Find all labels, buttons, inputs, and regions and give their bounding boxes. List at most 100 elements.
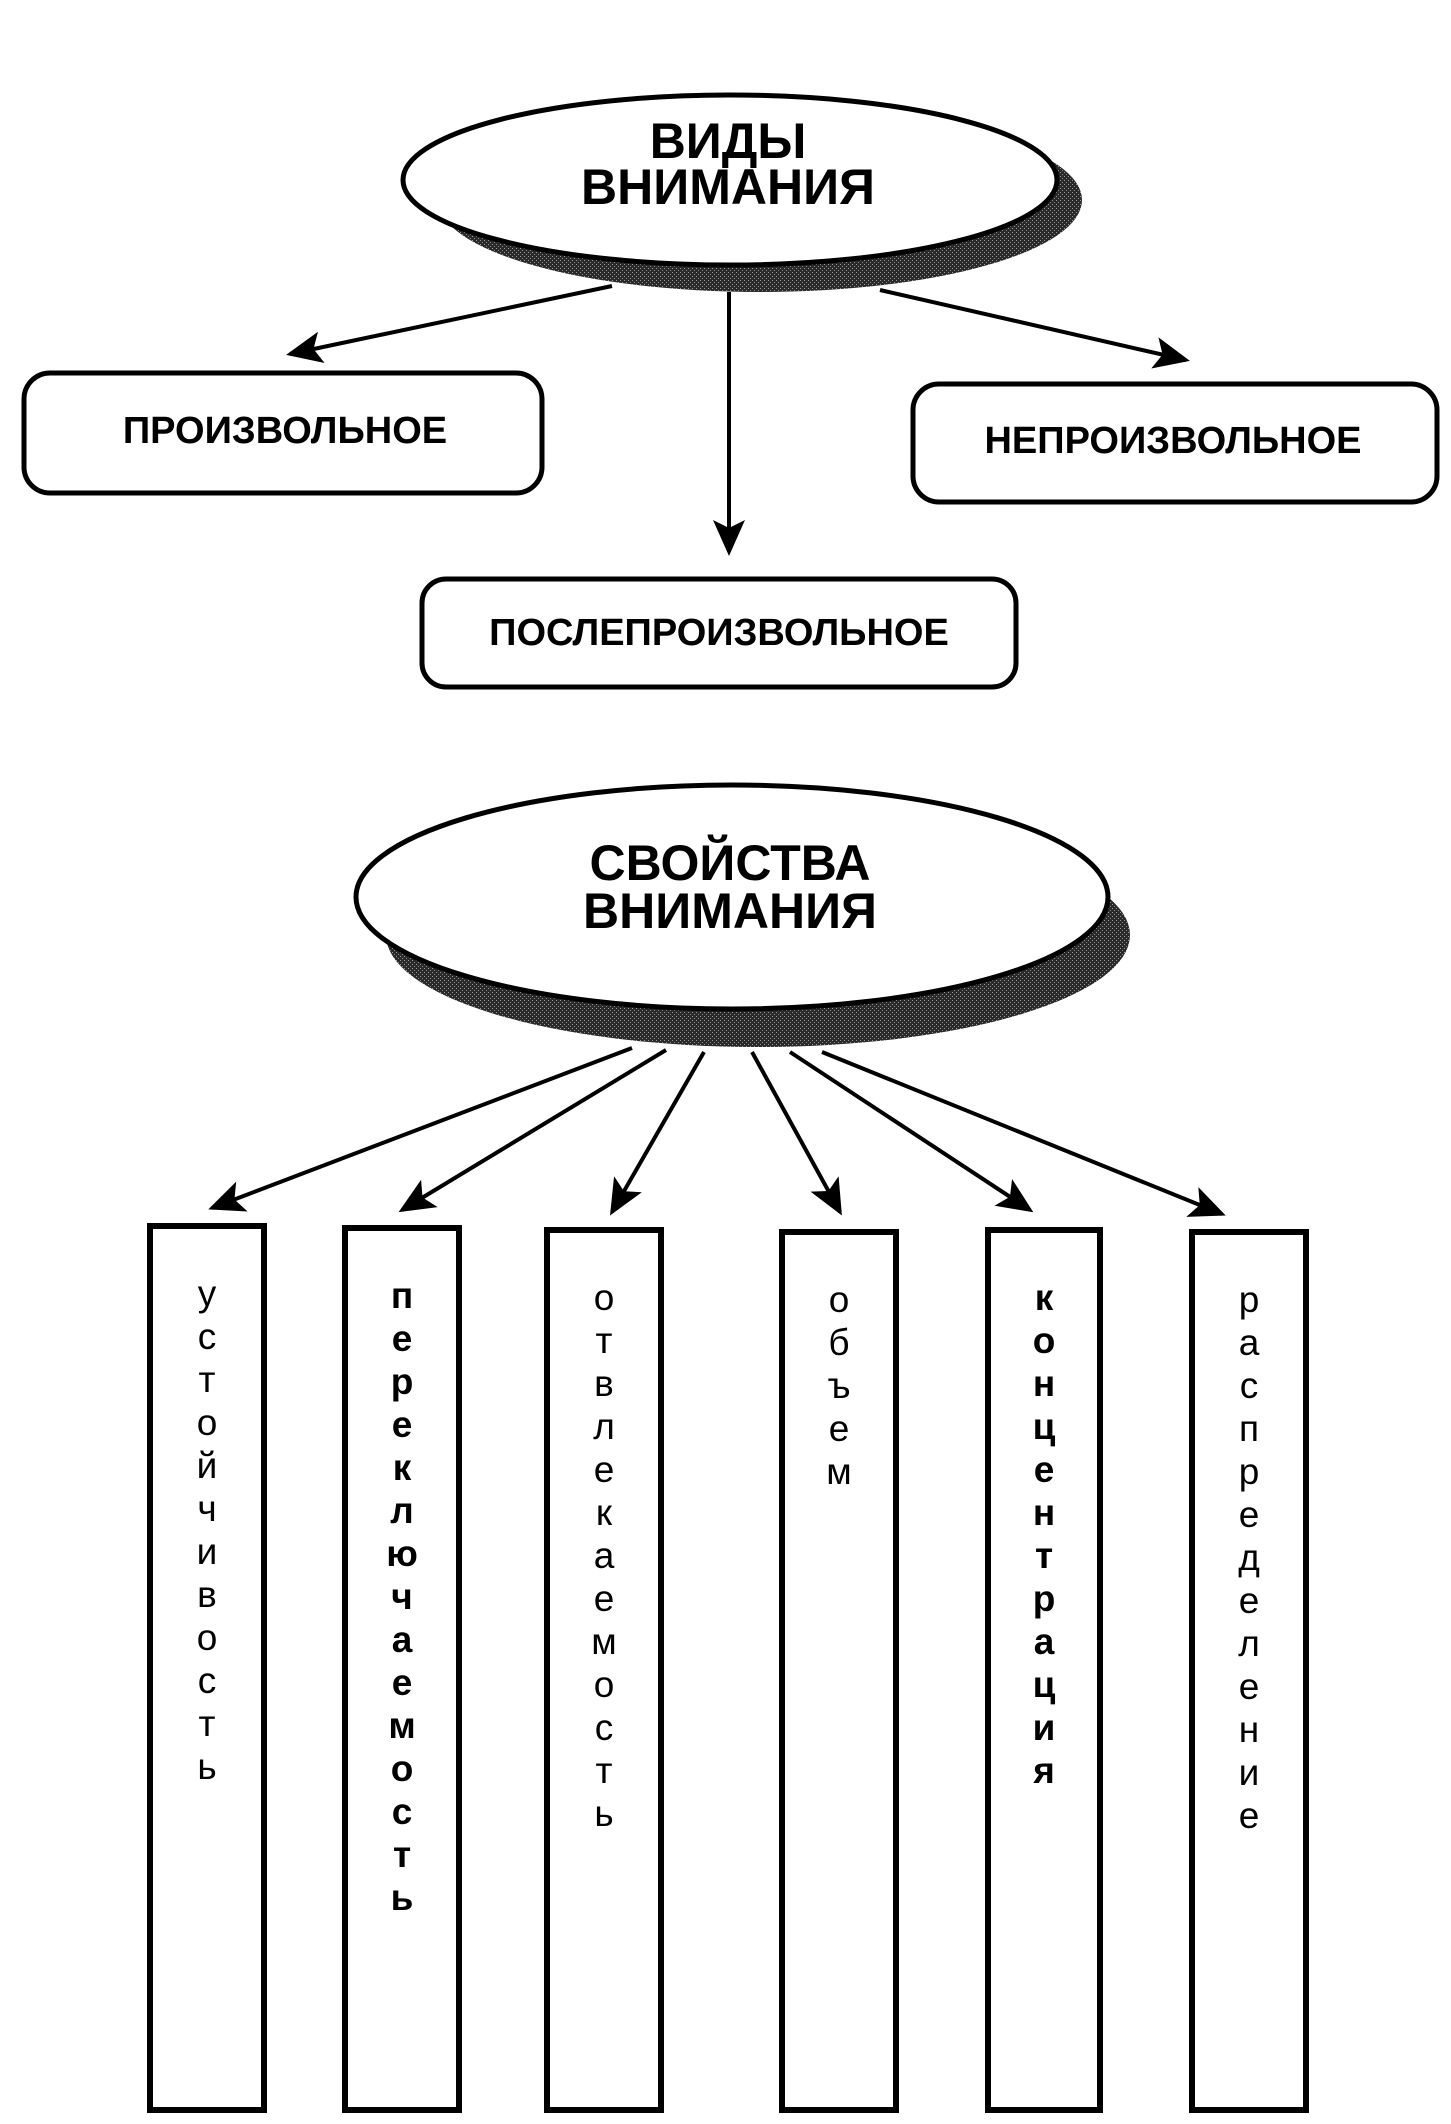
arrow-to-stability bbox=[208, 1046, 633, 1212]
box-volume-letter: м bbox=[826, 1451, 851, 1492]
box-switchability-letter: е bbox=[392, 1662, 413, 1703]
box-concentration-letter: н bbox=[1033, 1492, 1055, 1533]
types-ellipse bbox=[400, 92, 1060, 268]
box-involuntary: НЕПРОИЗВОЛЬНОЕ bbox=[910, 381, 1440, 505]
box-switchability-letter: о bbox=[391, 1748, 414, 1789]
box-volume-letter: б bbox=[828, 1322, 849, 1363]
box-volume-letter: ъ bbox=[827, 1365, 850, 1406]
box-concentration-letter: к bbox=[1035, 1277, 1054, 1318]
box-distractibility-letter: л bbox=[593, 1406, 615, 1447]
box-concentration-letter: а bbox=[1034, 1621, 1055, 1662]
box-switchability-frame bbox=[342, 1225, 462, 2113]
types-section: ВИДЫ ВНИМАНИЯ ПРОИЗВОЛЬНОЕ НЕПРОИЗВОЛЬНО… bbox=[21, 92, 1440, 690]
box-distribution-letter: е bbox=[1239, 1494, 1260, 1535]
box-distractibility-frame bbox=[544, 1227, 664, 2113]
box-switchability-letter: ч bbox=[391, 1576, 412, 1617]
arrow-to-voluntary bbox=[286, 284, 613, 364]
arrow-to-distractibility bbox=[610, 1051, 706, 1216]
box-distribution-letter: с bbox=[1240, 1365, 1259, 1406]
box-concentration-letter: и bbox=[1033, 1707, 1056, 1748]
box-distractibility-letter: о bbox=[594, 1277, 615, 1318]
box-concentration-letter: н bbox=[1033, 1363, 1055, 1404]
box-stability-letter: т bbox=[199, 1359, 216, 1400]
box-concentration-letter: я bbox=[1032, 1750, 1055, 1791]
box-distribution-letter: н bbox=[1239, 1709, 1259, 1750]
box-switchability-letter: а bbox=[392, 1619, 413, 1660]
box-distractibility-letter: т bbox=[596, 1750, 613, 1791]
box-switchability-letter: м bbox=[388, 1705, 415, 1746]
types-title-line-1: ВИДЫ bbox=[650, 113, 807, 169]
box-switchability-letter: ю bbox=[386, 1533, 418, 1574]
box-switchability-letter: к bbox=[393, 1447, 412, 1488]
box-distractibility-letter: а bbox=[594, 1535, 615, 1576]
box-concentration-letter: е bbox=[1034, 1449, 1055, 1490]
properties-ellipse bbox=[353, 782, 1111, 1012]
box-concentration-letter: т bbox=[1035, 1535, 1053, 1576]
box-distribution-letter: р bbox=[1239, 1451, 1260, 1492]
box-switchability-letter: с bbox=[392, 1791, 413, 1832]
arrow-to-concentration bbox=[788, 1050, 1034, 1213]
box-distractibility-letter: т bbox=[596, 1320, 613, 1361]
box-involuntary-label: НЕПРОИЗВОЛЬНОЕ bbox=[984, 420, 1361, 462]
box-distribution-letter: а bbox=[1239, 1322, 1260, 1363]
box-stability-letter: ь bbox=[197, 1746, 216, 1787]
box-volume-frame bbox=[779, 1229, 899, 2113]
box-distribution-letter: е bbox=[1239, 1795, 1260, 1836]
box-post-voluntary-label: ПОСЛЕПРОИЗВОЛЬНОЕ bbox=[489, 612, 949, 654]
box-switchability-letter: ь bbox=[391, 1877, 414, 1918]
box-switchability-letter: р bbox=[391, 1361, 414, 1402]
box-distractibility-letter: в bbox=[594, 1363, 614, 1404]
box-stability-letter: у bbox=[198, 1273, 217, 1314]
arrow-to-distribution bbox=[821, 1050, 1226, 1217]
types-title-line-2: ВНИМАНИЯ bbox=[581, 159, 875, 215]
box-stability-letter: и bbox=[197, 1531, 218, 1572]
box-stability-letter: с bbox=[198, 1660, 217, 1701]
box-distribution-letter: р bbox=[1239, 1279, 1260, 1320]
box-stability-frame bbox=[147, 1223, 267, 2113]
properties-title-line-2: ВНИМАНИЯ bbox=[583, 883, 877, 939]
box-distractibility-letter: е bbox=[594, 1578, 615, 1619]
box-distribution-letter: и bbox=[1239, 1752, 1260, 1793]
box-volume-letter: е bbox=[829, 1408, 850, 1449]
box-distractibility-letter: к bbox=[596, 1492, 613, 1533]
box-distribution-frame bbox=[1189, 1229, 1309, 2113]
arrow-to-volume bbox=[750, 1051, 842, 1216]
box-concentration-letter: р bbox=[1033, 1578, 1056, 1619]
box-stability-letter: о bbox=[197, 1402, 218, 1443]
properties-section: СВОЙСТВА ВНИМАНИЯ устойчивостьпереключае… bbox=[147, 782, 1309, 2113]
box-concentration-frame bbox=[985, 1227, 1103, 2113]
box-stability-letter: с bbox=[198, 1316, 217, 1357]
box-switchability-letter: е bbox=[392, 1404, 413, 1445]
box-stability-letter: й bbox=[197, 1445, 218, 1486]
box-switchability-letter: т bbox=[393, 1834, 411, 1875]
box-concentration-letter: ц bbox=[1033, 1664, 1056, 1705]
arrow-to-involuntary bbox=[879, 288, 1190, 369]
box-stability-letter: т bbox=[199, 1703, 216, 1744]
box-switchability-letter: п bbox=[391, 1275, 413, 1316]
box-stability-letter: о bbox=[197, 1617, 218, 1658]
box-stability-letter: ч bbox=[197, 1488, 216, 1529]
box-distractibility-letter: е bbox=[594, 1449, 615, 1490]
property-boxes: устойчивостьпереключаемостьотвлекаемость… bbox=[147, 1223, 1309, 2113]
box-distribution-letter: е bbox=[1239, 1666, 1260, 1707]
box-distribution-letter: п bbox=[1239, 1408, 1259, 1449]
box-concentration-letter: о bbox=[1033, 1320, 1056, 1361]
properties-title-line-1: СВОЙСТВА bbox=[590, 834, 871, 891]
box-stability-letter: в bbox=[197, 1574, 217, 1615]
box-distribution-letter: е bbox=[1239, 1580, 1260, 1621]
box-distractibility-letter: о bbox=[594, 1664, 615, 1705]
box-post-voluntary: ПОСЛЕПРОИЗВОЛЬНОЕ bbox=[419, 576, 1019, 690]
property-arrows bbox=[208, 1046, 1226, 1217]
box-distractibility-letter: ь bbox=[594, 1793, 613, 1834]
box-voluntary-label: ПРОИЗВОЛЬНОЕ bbox=[123, 410, 447, 452]
box-concentration-letter: ц bbox=[1033, 1406, 1056, 1447]
box-distribution-letter: л bbox=[1238, 1623, 1260, 1664]
box-distractibility-letter: м bbox=[591, 1621, 616, 1662]
